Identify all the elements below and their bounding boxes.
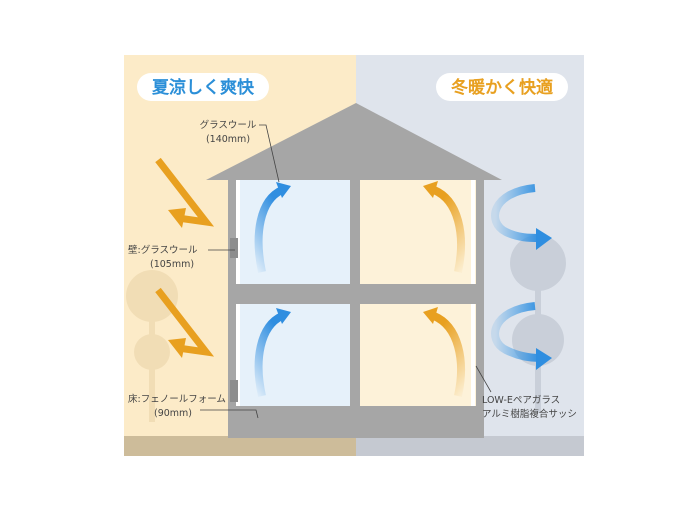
roof-insulation-size: (140mm): [206, 134, 250, 145]
summer-title-pill: [137, 73, 269, 101]
winter-circulation-arrows: [432, 186, 465, 397]
window-callout: LOW-Eペアガラス アルミ樹脂複合サッシ: [475, 365, 577, 420]
window-sublabel: アルミ樹脂複合サッシ: [482, 408, 577, 420]
summer-trees: [126, 270, 178, 422]
wall-insulation-strips: [236, 180, 475, 406]
summer-sun-arrowheads: [168, 208, 186, 358]
summer-arrowheads: [276, 182, 291, 324]
window-left-lower: [230, 380, 238, 402]
winter-title: 冬暖かく快適: [451, 77, 553, 98]
floor-insulation-callout: 床:フェノールフォーム (90mm): [128, 393, 259, 419]
room-upper-left: [236, 180, 350, 284]
wall-insulation-callout: 壁:グラスウール (105mm): [128, 244, 235, 270]
mid-floor: [228, 284, 484, 304]
room-lower-left: [236, 304, 350, 406]
floor-insulation-size: (90mm): [154, 408, 192, 419]
roof: [206, 103, 502, 180]
summer-sun-arrows: [155, 157, 215, 357]
window-label: LOW-Eペアガラス: [482, 395, 560, 406]
window-left-upper: [230, 238, 238, 258]
roof-insulation-callout: グラスウール (140mm): [200, 119, 280, 183]
foundation: [228, 406, 484, 438]
floor-insulation-label: 床:フェノールフォーム: [128, 393, 226, 405]
wall-insulation-size: (105mm): [150, 259, 194, 270]
winter-arrowheads: [423, 181, 438, 324]
summer-title: 夏涼しく爽快: [152, 77, 255, 98]
winter-wind-arrows: [491, 184, 541, 362]
ground-winter: [356, 436, 584, 456]
summer-circulation-arrows: [254, 186, 285, 397]
winter-wind-arrowheads: [536, 228, 552, 370]
winter-title-pill: [436, 73, 568, 101]
roof-insulation-label: グラスウール: [200, 119, 257, 131]
wall-insulation-label: 壁:グラスウール: [128, 244, 198, 256]
